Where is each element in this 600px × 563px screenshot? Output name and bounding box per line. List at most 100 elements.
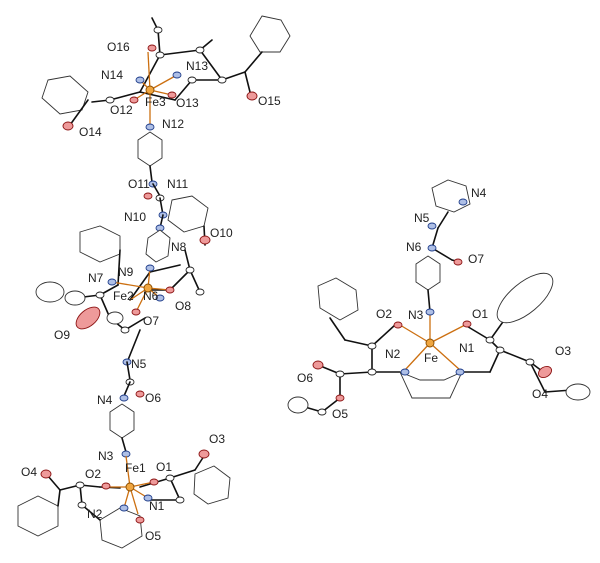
label-O7: O7 bbox=[468, 252, 484, 266]
ethyl-group bbox=[64, 290, 86, 306]
label-O9: O9 bbox=[54, 328, 70, 342]
iron-atom bbox=[425, 338, 435, 348]
label-O11: O11 bbox=[128, 177, 150, 191]
label-O3: O3 bbox=[209, 432, 225, 446]
nitrogen-atom bbox=[119, 504, 129, 512]
oxygen-atom bbox=[246, 91, 258, 101]
label-Fe2: Fe2 bbox=[113, 289, 134, 303]
nitrogen-atom bbox=[145, 264, 155, 272]
label-O1: O1 bbox=[472, 307, 488, 321]
label-N4: N4 bbox=[97, 393, 113, 407]
nitrogen-atom bbox=[458, 198, 468, 206]
oxygen-atom bbox=[101, 482, 111, 490]
pyridyl-ring bbox=[145, 229, 171, 263]
label-Fe1: Fe1 bbox=[125, 461, 146, 475]
label-O12: O12 bbox=[110, 103, 133, 117]
phenyl-ring bbox=[496, 272, 554, 324]
oxygen-atom bbox=[537, 365, 553, 379]
chelate-ring bbox=[399, 371, 463, 399]
iron-atom bbox=[145, 85, 155, 95]
label-O3: O3 bbox=[555, 344, 571, 358]
label-N3: N3 bbox=[408, 308, 424, 322]
oxygen-atom bbox=[62, 121, 74, 131]
fe3-unit bbox=[41, 15, 291, 131]
pyridyl-ring bbox=[109, 403, 135, 439]
label-O8: O8 bbox=[175, 299, 191, 313]
oxygen-atom bbox=[167, 91, 177, 99]
fe2-unit bbox=[35, 195, 211, 334]
oxygen-atom bbox=[135, 390, 145, 398]
oxygen-atom bbox=[149, 478, 159, 486]
oxygen-atom bbox=[135, 516, 145, 524]
label-O15: O15 bbox=[258, 94, 281, 108]
oxygen-atom bbox=[40, 469, 52, 479]
nitrogen-atom bbox=[427, 222, 437, 230]
right-structure: N4 N5 N6 O7 O2 N3 O1 N2 Fe N1 O3 O6 O5 O… bbox=[287, 179, 591, 421]
label-N2: N2 bbox=[385, 347, 401, 361]
nitrogen-atom bbox=[455, 368, 465, 376]
label-N6: N6 bbox=[143, 289, 159, 303]
label-Fe: Fe bbox=[424, 351, 438, 365]
pyridyl-ring bbox=[137, 131, 163, 167]
oxygen-atom bbox=[75, 306, 101, 330]
right-atom-labels: N4 N5 N6 O7 O2 N3 O1 N2 Fe N1 O3 O6 O5 O… bbox=[297, 186, 571, 421]
bridging-ligand-lower bbox=[109, 329, 145, 458]
oxygen-atom bbox=[131, 308, 141, 316]
oxygen-atom bbox=[462, 320, 472, 328]
label-N13: N13 bbox=[186, 59, 208, 73]
label-O16: O16 bbox=[107, 40, 130, 54]
iron-atom bbox=[143, 283, 153, 293]
nitrogen-atom bbox=[135, 76, 145, 84]
fe1-unit bbox=[17, 449, 231, 549]
phenyl-ring bbox=[79, 225, 121, 263]
oxygen-atom bbox=[199, 235, 211, 245]
label-O5: O5 bbox=[145, 529, 161, 543]
label-N14: N14 bbox=[101, 68, 123, 82]
bridging-ligand-upper bbox=[137, 123, 171, 263]
nitrogen-atom bbox=[427, 244, 437, 252]
label-N7: N7 bbox=[88, 271, 104, 285]
pyridyl-ring bbox=[415, 255, 441, 291]
label-N9: N9 bbox=[118, 265, 134, 279]
label-N5: N5 bbox=[414, 211, 430, 225]
ethyl-group bbox=[565, 383, 591, 401]
ethyl-group bbox=[35, 281, 65, 303]
label-O10: O10 bbox=[210, 226, 233, 240]
oxygen-atom bbox=[312, 360, 324, 370]
label-O14: O14 bbox=[79, 125, 102, 139]
phenyl-ring bbox=[41, 75, 89, 115]
label-N8: N8 bbox=[171, 240, 187, 254]
label-N12: N12 bbox=[162, 117, 184, 131]
oxygen-atom bbox=[129, 96, 139, 104]
label-O6: O6 bbox=[297, 371, 313, 385]
label-O7: O7 bbox=[143, 314, 159, 328]
left-atom-labels: O16 N14 N13 Fe3 O13 O15 O12 O14 N12 O11 … bbox=[21, 40, 281, 543]
oxygen-atom bbox=[198, 449, 210, 459]
phenyl-ring bbox=[249, 15, 291, 53]
label-O13: O13 bbox=[176, 96, 199, 110]
label-N11: N11 bbox=[167, 177, 188, 191]
label-O4: O4 bbox=[21, 465, 37, 479]
label-Fe3: Fe3 bbox=[145, 95, 166, 109]
phenyl-ring bbox=[193, 465, 231, 505]
ethyl-group bbox=[287, 396, 309, 414]
nitrogen-atom bbox=[107, 278, 117, 286]
nitrogen-atom bbox=[155, 294, 165, 302]
nitrogen-atom bbox=[400, 368, 410, 376]
oxygen-atom bbox=[453, 258, 463, 266]
label-O2: O2 bbox=[376, 307, 392, 321]
label-N5: N5 bbox=[131, 357, 147, 371]
oxygen-atom bbox=[143, 192, 153, 200]
label-N10: N10 bbox=[124, 210, 146, 224]
label-N2: N2 bbox=[87, 507, 103, 521]
label-O1: O1 bbox=[156, 460, 172, 474]
label-N1: N1 bbox=[459, 341, 475, 355]
label-N4: N4 bbox=[471, 186, 487, 200]
nitrogen-atom bbox=[425, 308, 435, 316]
oxygen-atom bbox=[165, 286, 175, 294]
pyrazine-ring bbox=[431, 179, 471, 213]
nitrogen-atom bbox=[172, 71, 182, 79]
label-O2: O2 bbox=[85, 467, 101, 481]
label-N6: N6 bbox=[406, 240, 422, 254]
